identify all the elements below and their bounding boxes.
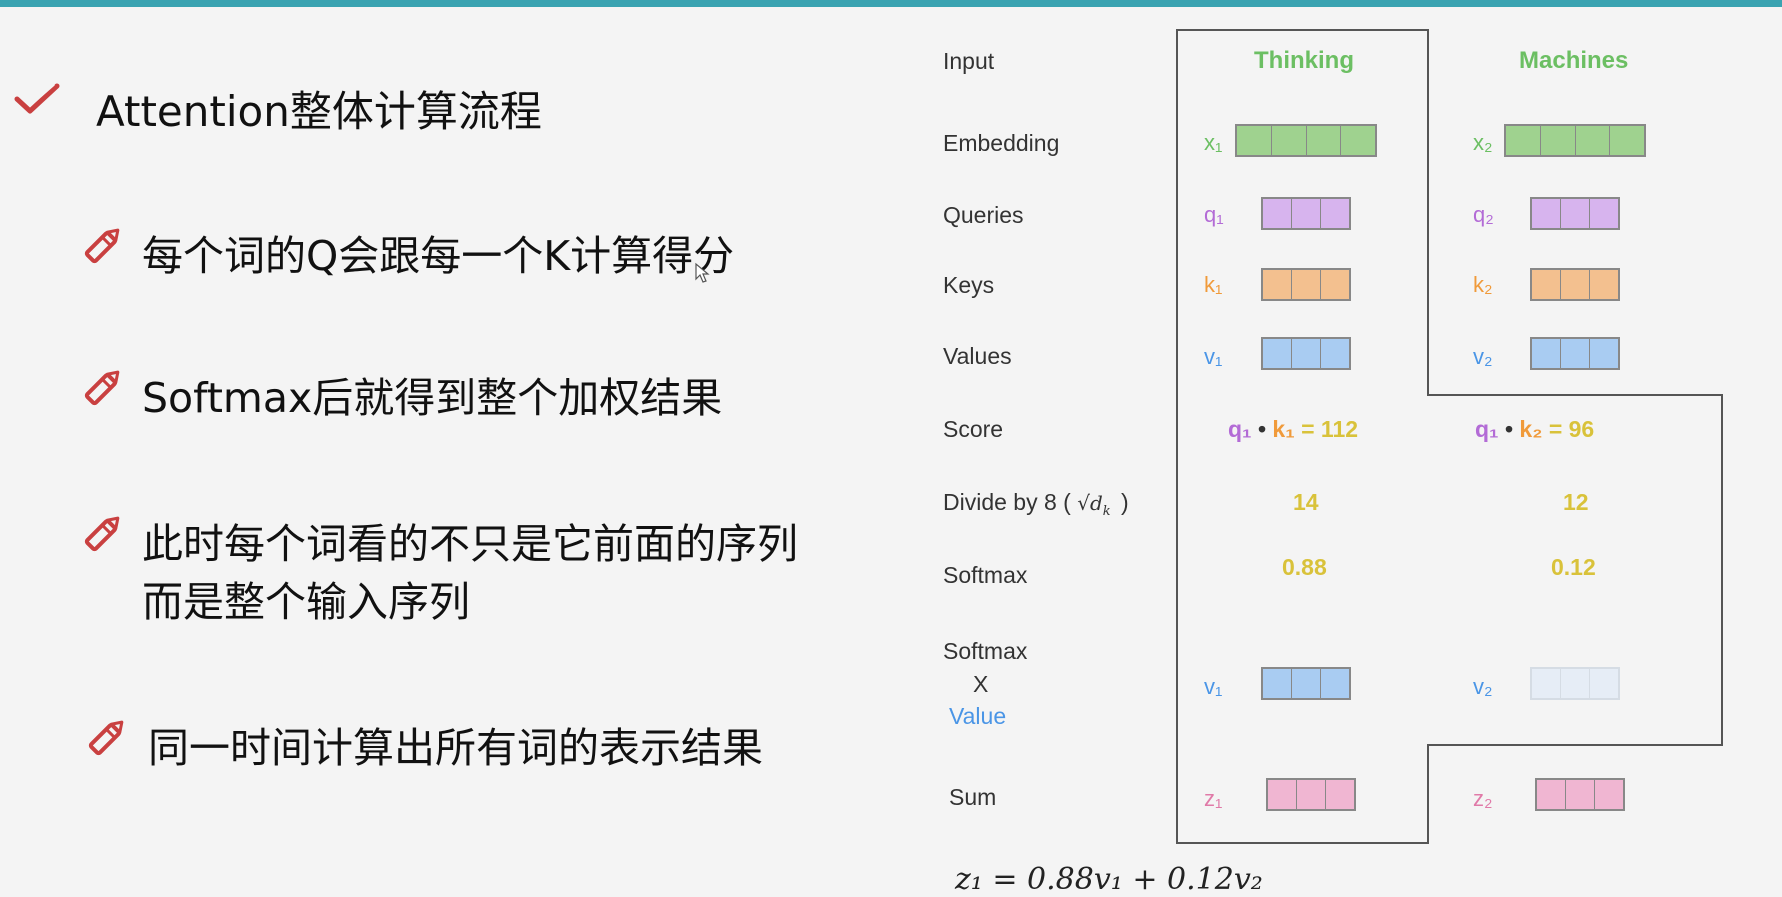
pencil-icon bbox=[88, 720, 124, 756]
divide-label-text: Divide by 8 ( bbox=[943, 489, 1071, 515]
z2-symbol: z₂ bbox=[1473, 786, 1493, 811]
row-label-values: Values bbox=[943, 343, 1012, 369]
sum-vector-z2 bbox=[1535, 778, 1625, 811]
bullet-3-line1: 此时每个词看的不只是它前面的序列 bbox=[142, 520, 798, 568]
score-dot: • bbox=[1257, 416, 1267, 442]
x2-symbol: x₂ bbox=[1473, 130, 1493, 155]
row-label-softmax-x-line3: Value bbox=[949, 703, 1007, 729]
q2-symbol: q₂ bbox=[1473, 202, 1494, 227]
embedding-vector-x1 bbox=[1235, 124, 1377, 157]
row-label-queries: Queries bbox=[943, 202, 1024, 228]
bullet-2-text: Softmax后就得到整个加权结果 bbox=[142, 374, 723, 422]
pencil-icon bbox=[84, 516, 120, 552]
score-thinking: q₁ • k₁ = 112 bbox=[1228, 416, 1358, 443]
word-machines: Machines bbox=[1519, 47, 1629, 74]
accent-bar-left bbox=[0, 0, 925, 7]
sum-vector-z1 bbox=[1266, 778, 1356, 811]
mouse-cursor-icon bbox=[695, 262, 710, 283]
query-vector-q2 bbox=[1530, 197, 1620, 230]
divided-score-machines: 12 bbox=[1563, 489, 1589, 515]
key-vector-k1 bbox=[1261, 268, 1351, 301]
checkmark-icon bbox=[14, 83, 60, 114]
row-label-input: Input bbox=[943, 48, 995, 74]
softmax-thinking: 0.88 bbox=[1282, 554, 1327, 580]
v2-symbol: v₂ bbox=[1473, 344, 1493, 369]
weighted-v1-symbol: v₁ bbox=[1204, 674, 1223, 699]
weighted-v2-symbol: v₂ bbox=[1473, 674, 1493, 699]
row-label-sum: Sum bbox=[949, 784, 997, 810]
embedding-vector-x2 bbox=[1504, 124, 1646, 157]
x1-symbol: x₁ bbox=[1204, 130, 1223, 155]
row-label-embedding: Embedding bbox=[943, 130, 1060, 156]
score-k-symbol: k₁ bbox=[1272, 416, 1295, 442]
sqrt-dk-symbol: √dk bbox=[1077, 491, 1111, 519]
score-value: = 112 bbox=[1301, 416, 1359, 442]
row-label-score: Score bbox=[943, 416, 1004, 442]
bullet-3-line2: 而是整个输入序列 bbox=[142, 578, 470, 626]
divided-score-thinking: 14 bbox=[1293, 489, 1319, 515]
score-value: = 96 bbox=[1548, 416, 1595, 442]
weighted-value-vector-v1 bbox=[1261, 667, 1351, 700]
pencil-icon bbox=[84, 370, 120, 406]
value-vector-v2 bbox=[1530, 337, 1620, 370]
key-vector-k2 bbox=[1530, 268, 1620, 301]
bullet-1-text: 每个词的Q会跟每一个K计算得分 bbox=[142, 232, 735, 280]
divide-label-close: ) bbox=[1121, 489, 1129, 515]
softmax-machines: 0.12 bbox=[1551, 554, 1596, 580]
row-label-softmax-x-line2: X bbox=[973, 671, 989, 697]
score-k-symbol: k₂ bbox=[1519, 416, 1543, 442]
v1-symbol: v₁ bbox=[1204, 344, 1223, 369]
z1-symbol: z₁ bbox=[1204, 786, 1223, 811]
pencil-icon bbox=[84, 228, 120, 264]
k1-symbol: k₁ bbox=[1204, 272, 1223, 297]
accent-bar-right bbox=[925, 0, 1782, 7]
weighted-value-vector-v2 bbox=[1530, 667, 1620, 700]
row-label-divide: Divide by 8 ( √dk ) bbox=[943, 489, 1129, 519]
score-q-symbol: q₁ bbox=[1228, 416, 1252, 442]
score-machines: q₁ • k₂ = 96 bbox=[1475, 416, 1594, 443]
word-thinking: Thinking bbox=[1254, 47, 1354, 74]
score-dot: • bbox=[1504, 416, 1514, 442]
weighted-sum-formula: z₁ = 0.88v₁ + 0.12v₂ bbox=[955, 862, 1263, 897]
k2-symbol: k₂ bbox=[1473, 272, 1493, 297]
q1-symbol: q₁ bbox=[1204, 202, 1224, 227]
bullet-4-text: 同一时间计算出所有词的表示结果 bbox=[148, 724, 763, 772]
row-label-softmax: Softmax bbox=[943, 562, 1028, 588]
page-title: Attention整体计算流程 bbox=[96, 87, 542, 136]
score-q-symbol: q₁ bbox=[1475, 416, 1499, 442]
query-vector-q1 bbox=[1261, 197, 1351, 230]
row-label-softmax-x-line1: Softmax bbox=[943, 638, 1028, 664]
value-vector-v1 bbox=[1261, 337, 1351, 370]
row-label-keys: Keys bbox=[943, 272, 995, 298]
